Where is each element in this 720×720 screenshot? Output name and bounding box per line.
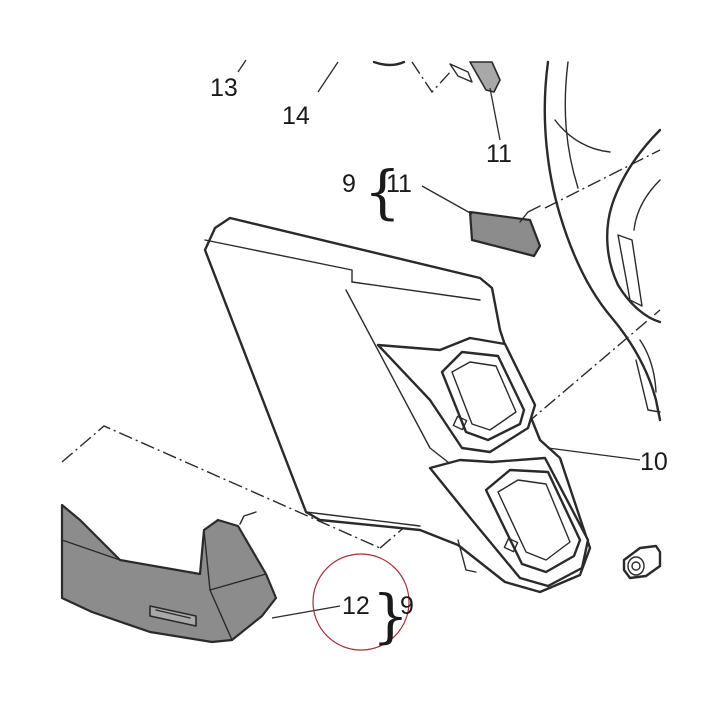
- part-10-housing: [203, 216, 592, 594]
- callout-14: 14: [282, 102, 310, 130]
- part-11-clip: [468, 205, 542, 258]
- callout-12: 12: [342, 592, 370, 620]
- callout-9-bottom: 9: [400, 592, 414, 620]
- callout-9-top: 9: [342, 170, 356, 198]
- leader-lines: [237, 59, 641, 619]
- highlight-circle: [312, 553, 410, 651]
- callout-11-mid: 11: [386, 170, 412, 198]
- frame-bracket-right: [543, 60, 662, 422]
- bolt-part: [622, 544, 662, 580]
- callout-11-top: 11: [486, 140, 512, 168]
- part-12-holder: [60, 503, 278, 644]
- brace-top: {: [364, 158, 401, 226]
- callout-10: 10: [640, 448, 668, 476]
- brace-bottom: }: [372, 582, 409, 650]
- part-14-fragment: [372, 60, 406, 67]
- callout-13: 13: [210, 74, 238, 102]
- part-11-top-clip: [449, 61, 501, 93]
